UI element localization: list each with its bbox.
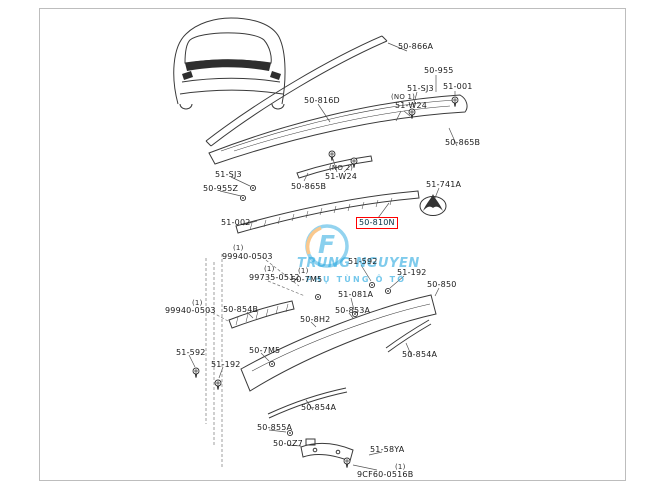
trunk-lid-moulding (205, 35, 388, 147)
leader-lines (188, 42, 458, 471)
part-label-50-7M5-upper: 50-7M5 (291, 275, 323, 284)
qty-label-99940-left: (1) (192, 299, 203, 307)
part-label-51-741A: 51-741A (426, 180, 462, 189)
part-label-51-001: 51-001 (443, 82, 473, 91)
bracket-assembly-bottom (300, 438, 354, 462)
screw-icon (451, 96, 459, 108)
part-label-50-7M5-lower: 50-7M5 (249, 346, 281, 355)
note-label-no1: (NO 1) (391, 93, 416, 101)
qty-label-99735: (1) (264, 265, 275, 273)
part-label-51-W24-mid: 51-W24 (325, 172, 358, 181)
part-label-50-865B-right: 50-865B (445, 138, 481, 147)
part-label-51-192-upper: 51-192 (397, 268, 427, 277)
part-label-99940-0503-left: 99940-0503 (165, 306, 216, 315)
watermark-logo-letter: F (318, 230, 336, 259)
part-label-99735-0512: 99735-0512 (249, 273, 300, 282)
part-label-9CF60-0516B: 9CF60-0516B (357, 470, 414, 479)
part-label-50-853A: 50-853A (335, 306, 371, 315)
part-label-51-SJ3-top: 51-SJ3 (407, 84, 434, 93)
note-label-no2: (NO 2) (329, 164, 354, 172)
clip-icon (249, 184, 257, 192)
part-label-50-955: 50-955 (424, 66, 454, 75)
screw-icon (328, 150, 336, 162)
strip-50-854A-right (385, 319, 432, 353)
part-label-50-854A-mid: 50-854A (301, 403, 337, 412)
watermark-subtitle: PHỤ TÙNG Ô TÔ (306, 275, 407, 284)
projection-lines (205, 254, 306, 467)
part-label-51-SJ3-left: 51-SJ3 (215, 170, 242, 179)
part-label-50-0Z7: 50-0Z7 (273, 439, 303, 448)
watermark-title: TRUNG NGUYEN (297, 256, 420, 271)
clip-icon (268, 360, 276, 368)
part-label-51-081A: 51-081A (338, 290, 374, 299)
strip-50-854A-mid (267, 387, 348, 419)
part-label-50-854B: 50-854B (223, 305, 259, 314)
qty-label-9CF60: (1) (395, 463, 406, 471)
part-label-51-192-lower: 51-192 (211, 360, 241, 369)
part-label-99940-0503-top: 99940-0503 (222, 252, 273, 261)
mazda-emblem (419, 194, 447, 216)
watermark-logo-icon (305, 224, 349, 268)
part-label-50-854A-right: 50-854A (402, 350, 438, 359)
qty-label-99940-top: (1) (233, 244, 244, 252)
part-label-50-865B-mid: 50-865B (291, 182, 327, 191)
part-label-51-002: 51-002 (221, 218, 251, 227)
moulding-50-865B (296, 155, 373, 179)
part-label-50-955Z: 50-955Z (203, 184, 239, 193)
car-illustration (173, 17, 286, 110)
part-label-50-850: 50-850 (427, 280, 457, 289)
qty-label-50-7M5-upper: (1) (298, 267, 309, 275)
clip-icon (239, 194, 247, 202)
screw-icon (192, 367, 200, 379)
part-label-50-866A: 50-866A (398, 42, 434, 51)
clip-icon (314, 293, 322, 301)
part-label-51-592-upper: 51-592 (348, 257, 378, 266)
part-label-51-58YA: 51-58YA (370, 445, 405, 454)
part-label-50-816D: 50-816D (304, 96, 340, 105)
part-label-50-8H2: 50-8H2 (300, 315, 331, 324)
part-label-50-855A: 50-855A (257, 423, 293, 432)
part-label-51-592-lower: 51-592 (176, 348, 206, 357)
part-label-51-W24-top: 51-W24 (395, 101, 428, 110)
rear-finisher-panel (240, 294, 437, 392)
screw-icon (343, 457, 351, 469)
clip-icon (384, 287, 392, 295)
protector-strip-51-002 (235, 190, 420, 234)
page-frame (39, 8, 626, 481)
strip-50-854B (228, 300, 295, 329)
liftgate-garnish (208, 94, 468, 165)
part-label-50-810N-highlighted[interactable]: 50-810N (356, 217, 398, 229)
screw-icon (214, 379, 222, 391)
